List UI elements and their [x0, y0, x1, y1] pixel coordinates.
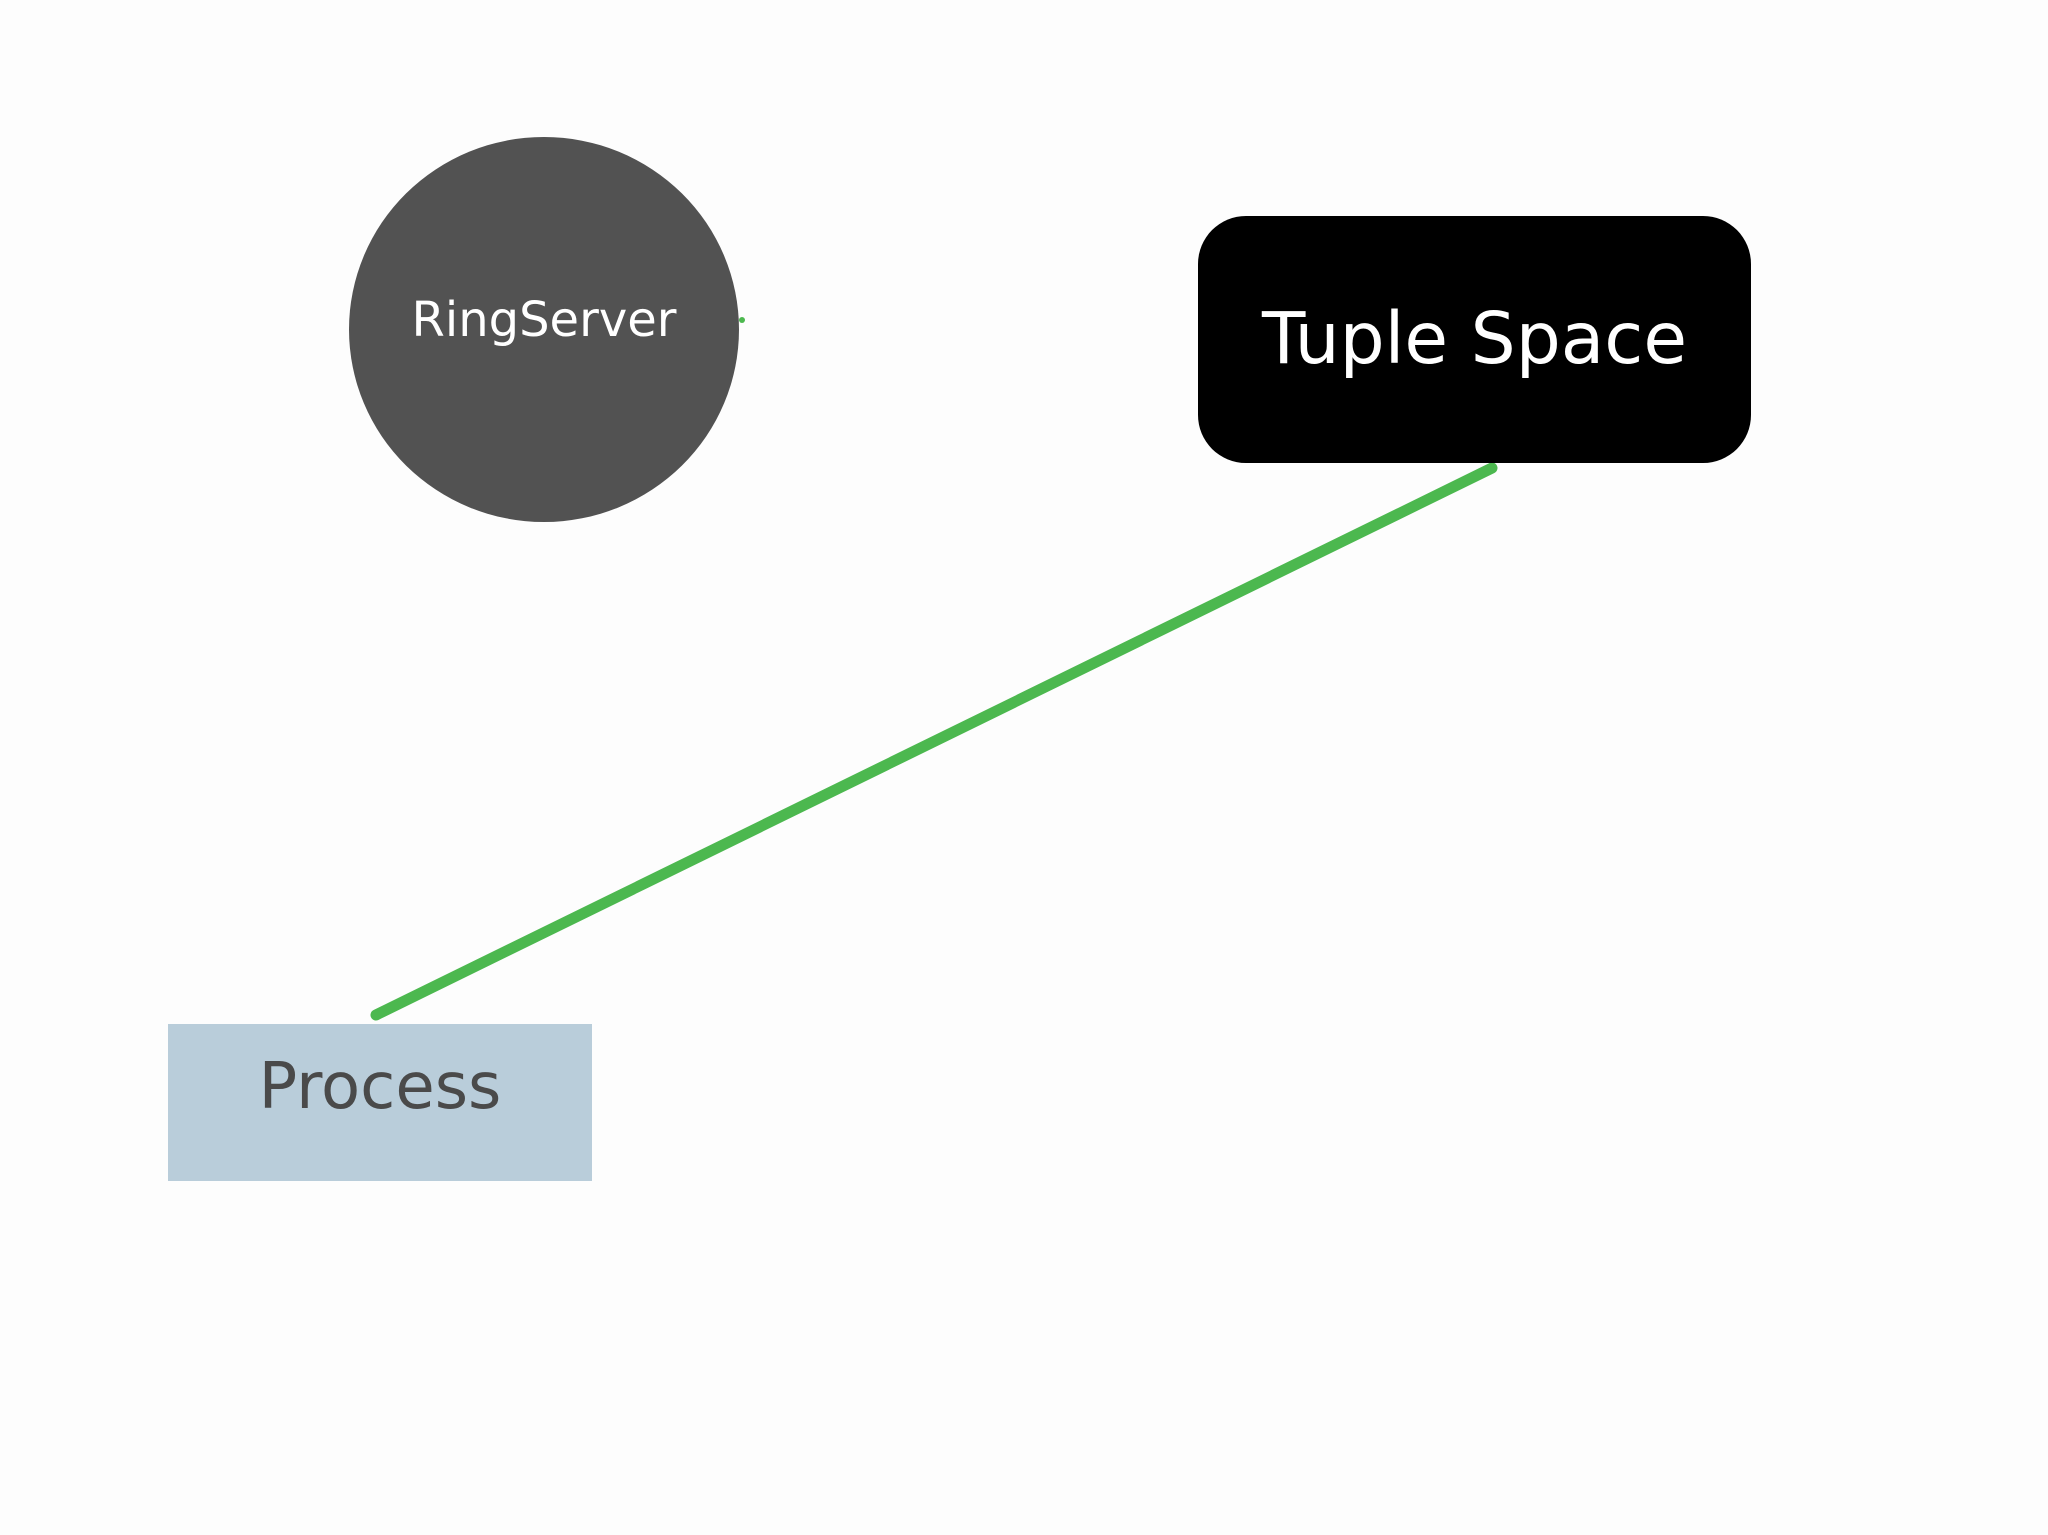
node-ringserver-label: RingServer	[411, 291, 677, 348]
node-process-label: Process	[258, 1050, 502, 1124]
node-tuple-space[interactable]: Tuple Space	[1198, 216, 1751, 463]
node-process[interactable]: Process	[168, 1024, 592, 1181]
edge-stub-marker	[739, 317, 745, 323]
edge-process-to-tuple-space	[370, 462, 1498, 1021]
node-ringserver[interactable]: RingServer	[349, 137, 739, 522]
node-tuple-space-label: Tuple Space	[1262, 297, 1687, 380]
